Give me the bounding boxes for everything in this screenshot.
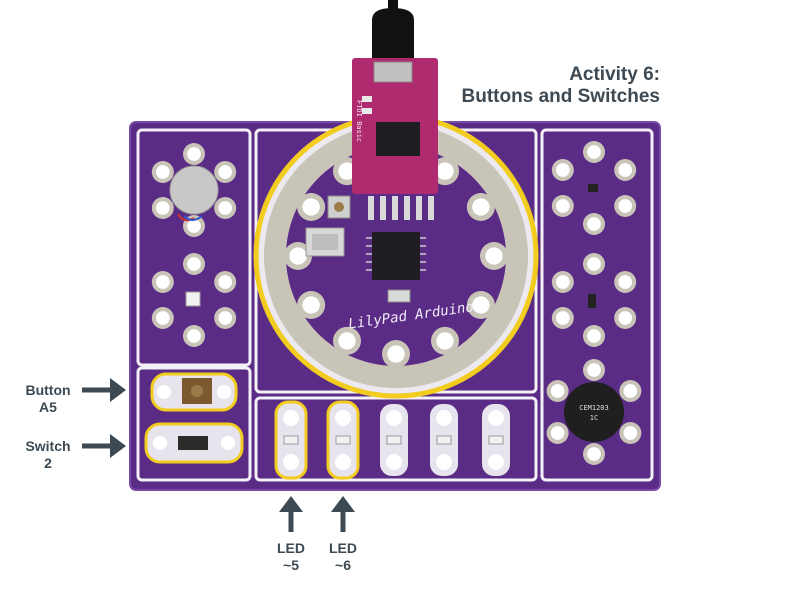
buzz-petal-hole — [587, 447, 601, 461]
rgb-petal-hole — [218, 275, 232, 289]
mainboard-petal-hole — [302, 198, 320, 216]
led6-callout-line2: ~6 — [335, 557, 351, 573]
power-switch — [387, 289, 411, 303]
usb-cable — [372, 0, 414, 60]
rgb-petal-hole — [187, 257, 201, 271]
led-board-a3 — [482, 404, 510, 476]
buzzer-label: CEM1203 — [579, 404, 609, 412]
light-petal-hole — [556, 163, 570, 177]
rgb-petal-hole — [156, 275, 170, 289]
ftdi-board: FTDI Basic — [352, 58, 438, 194]
rgb-led-board — [151, 253, 237, 347]
switch-board — [144, 422, 244, 464]
mainboard-petal-hole — [436, 332, 454, 350]
microcontroller-chip — [372, 232, 420, 280]
led5-callout: LED ~5 — [271, 540, 311, 574]
led5-arrow-icon — [279, 496, 303, 532]
callout-arrows — [82, 378, 355, 532]
mainboard-petal-hole — [338, 332, 356, 350]
light-petal-hole — [587, 145, 601, 159]
title-line-2: Buttons and Switches — [461, 86, 660, 107]
light-sensor-board — [551, 141, 637, 235]
temperature-sensor-board — [551, 253, 637, 347]
mainboard-petal-hole — [387, 345, 405, 363]
led6-callout: LED ~6 — [323, 540, 363, 574]
buzzer-label-2: 1C — [590, 414, 598, 422]
switch-callout-line2: 2 — [44, 455, 52, 471]
led6-callout-line1: LED — [329, 540, 357, 556]
buzz-petal-hole — [623, 426, 638, 440]
temp-petal-hole — [618, 275, 632, 289]
button-callout: Button A5 — [20, 382, 76, 416]
temp-petal-hole — [556, 275, 570, 289]
vibe-petal-hole — [218, 201, 232, 215]
button-arrow-icon — [82, 378, 126, 402]
led-board-a4 — [430, 404, 458, 476]
led5-callout-line2: ~5 — [283, 557, 299, 573]
mainboard-petal-hole — [436, 162, 454, 180]
rgb-petal-hole — [187, 329, 201, 343]
mainboard-petal-hole — [302, 296, 320, 314]
led6-arrow-icon — [331, 496, 355, 532]
button-board — [150, 372, 238, 412]
buzz-petal-hole — [587, 363, 601, 377]
led-board-5 — [274, 400, 308, 480]
light-petal-hole — [556, 199, 570, 213]
buzz-petal-hole — [550, 426, 565, 440]
led-row — [274, 400, 510, 480]
button-callout-line1: Button — [25, 382, 71, 398]
light-petal-hole — [618, 163, 632, 177]
mainboard-petal-hole — [338, 162, 356, 180]
led-board-6 — [326, 400, 360, 480]
mainboard-petal-hole — [472, 296, 490, 314]
buzz-petal-hole — [623, 384, 638, 398]
temp-petal-hole — [618, 311, 632, 325]
switch-arrow-icon — [82, 434, 126, 458]
temp-petal-hole — [556, 311, 570, 325]
temp-petal-hole — [587, 257, 601, 271]
rgb-petal-hole — [156, 311, 170, 325]
temp-petal-hole — [587, 329, 601, 343]
vibe-petal-hole — [156, 201, 170, 215]
vibe-petal-hole — [187, 219, 201, 233]
switch-callout-line1: Switch — [25, 438, 71, 454]
switch-callout: Switch 2 — [20, 438, 76, 472]
activity-title: Activity 6: Buttons and Switches — [462, 64, 660, 108]
button-callout-line2: A5 — [39, 399, 57, 415]
ftdi-header — [368, 196, 434, 220]
led-board-a2 — [380, 404, 408, 476]
vibe-petal-hole — [156, 165, 170, 179]
mainboard-petal-hole — [289, 247, 307, 265]
ftdi-label: FTDI Basic — [355, 100, 363, 142]
light-petal-hole — [618, 199, 632, 213]
title-line-1: Activity 6: — [569, 64, 660, 85]
buzz-petal-hole — [550, 384, 565, 398]
mainboard-petal-hole — [472, 198, 490, 216]
vibe-motor-board — [151, 143, 237, 237]
led5-callout-line1: LED — [277, 540, 305, 556]
light-petal-hole — [587, 217, 601, 231]
vibe-petal-hole — [218, 165, 232, 179]
buzzer-board: CEM1203 1C — [546, 359, 642, 465]
rgb-petal-hole — [218, 311, 232, 325]
mainboard-petal-hole — [485, 247, 503, 265]
vibe-petal-hole — [187, 147, 201, 161]
